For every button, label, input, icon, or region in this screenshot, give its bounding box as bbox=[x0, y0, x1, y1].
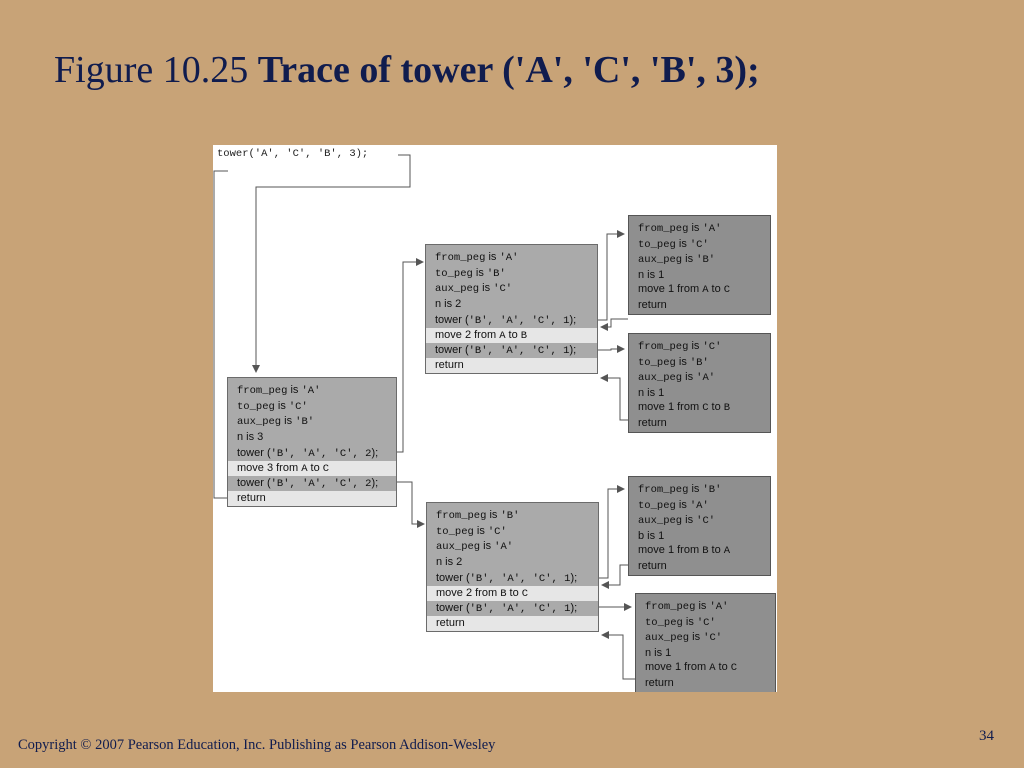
title-bold: Trace of tower ('A', 'C', 'B', 3); bbox=[257, 49, 760, 91]
field-from-peg: from_peg is 'A' bbox=[237, 384, 321, 397]
field-aux-peg: aux_peg is 'A' bbox=[638, 371, 716, 384]
field-n: n is 2 bbox=[435, 297, 462, 310]
row-move: move 2 from B to C bbox=[427, 586, 598, 601]
field-from-peg: from_peg is 'B' bbox=[436, 509, 520, 522]
field-n: n is 1 bbox=[638, 386, 665, 399]
frame-lower-fields: from_peg is 'B' to_peg is 'C' aux_peg is… bbox=[427, 503, 598, 571]
frame-leaf-3: from_peg is 'B' to_peg is 'A' aux_peg is… bbox=[628, 476, 771, 576]
row-call-2: tower ('B', 'A', 'C', 2); bbox=[237, 477, 379, 490]
arrow-leaf1-return bbox=[600, 318, 628, 331]
field-n: n is 2 bbox=[436, 555, 463, 568]
field-to-peg: to_peg is 'A' bbox=[638, 498, 709, 512]
row-call-2: tower ('B', 'A', 'C', 1); bbox=[436, 602, 578, 615]
row-move: move 1 from C to B bbox=[638, 401, 731, 414]
field-aux-peg: aux_peg is 'B' bbox=[237, 415, 315, 428]
row-call-1: tower ('B', 'A', 'C', 1); bbox=[435, 314, 577, 327]
field-aux-peg: aux_peg is 'C' bbox=[638, 514, 716, 527]
frame-upper-fields: from_peg is 'A' to_peg is 'B' aux_peg is… bbox=[426, 245, 597, 313]
field-from-peg: from_peg is 'B' bbox=[638, 483, 722, 496]
field-to-peg: to_peg is 'B' bbox=[638, 355, 709, 369]
copyright-footer: Copyright © 2007 Pearson Education, Inc.… bbox=[18, 737, 496, 753]
slide-title: Figure 10.25 Trace of tower ('A', 'C', '… bbox=[54, 48, 760, 92]
row-move: move 3 from A to C bbox=[228, 461, 396, 476]
field-to-peg: to_peg is 'C' bbox=[645, 615, 716, 629]
row-return: return bbox=[228, 491, 396, 506]
row-move: move 1 from A to C bbox=[645, 661, 738, 674]
row-return: return bbox=[638, 416, 667, 429]
title-prefix: Figure 10.25 bbox=[54, 49, 258, 91]
field-aux-peg: aux_peg is 'A' bbox=[436, 540, 514, 553]
page-number: 34 bbox=[979, 728, 994, 744]
connector-arrows bbox=[213, 154, 635, 680]
frame-leaf-2: from_peg is 'C' to_peg is 'B' aux_peg is… bbox=[628, 333, 771, 433]
field-from-peg: from_peg is 'C' bbox=[638, 340, 722, 353]
row-move: move 1 from B to A bbox=[638, 544, 731, 557]
arrow-upper-to-leaf2 bbox=[598, 345, 625, 353]
field-to-peg: to_peg is 'C' bbox=[638, 237, 709, 251]
frame-leaf-1-fields: from_peg is 'A' to_peg is 'C' aux_peg is… bbox=[629, 216, 770, 314]
field-to-peg: to_peg is 'C' bbox=[436, 524, 507, 538]
arrow-root-to-upper bbox=[396, 258, 424, 453]
arrow-call-root bbox=[252, 154, 411, 373]
field-n: n is 1 bbox=[638, 268, 665, 281]
initial-call-label: tower('A', 'C', 'B', 3); bbox=[217, 148, 369, 160]
frame-leaf-2-fields: from_peg is 'C' to_peg is 'B' aux_peg is… bbox=[629, 334, 770, 432]
frame-root-fields: from_peg is 'A' to_peg is 'C' aux_peg is… bbox=[228, 378, 396, 446]
row-return: return bbox=[638, 559, 667, 572]
row-move: move 2 from A to B bbox=[426, 328, 597, 343]
row-return: return bbox=[645, 676, 674, 689]
bracket-return bbox=[213, 170, 228, 499]
arrow-upper-to-leaf1 bbox=[598, 230, 625, 321]
row-return: return bbox=[638, 298, 667, 311]
field-aux-peg: aux_peg is 'C' bbox=[645, 631, 723, 644]
row-call-1: tower ('B', 'A', 'C', 2); bbox=[237, 447, 379, 460]
arrow-leaf2-return bbox=[600, 374, 628, 421]
trace-figure: tower('A', 'C', 'B', 3); from_peg is 'A'… bbox=[213, 145, 777, 692]
row-call-1: tower ('B', 'A', 'C', 1); bbox=[436, 572, 578, 585]
frame-lower: from_peg is 'B' to_peg is 'C' aux_peg is… bbox=[426, 502, 599, 632]
field-n: b is 1 bbox=[638, 529, 665, 542]
row-move: move 1 from A to C bbox=[638, 283, 731, 296]
frame-leaf-1: from_peg is 'A' to_peg is 'C' aux_peg is… bbox=[628, 215, 771, 315]
field-aux-peg: aux_peg is 'B' bbox=[638, 253, 716, 266]
row-return: return bbox=[427, 616, 598, 631]
field-aux-peg: aux_peg is 'C' bbox=[435, 282, 513, 295]
field-to-peg: to_peg is 'B' bbox=[435, 266, 506, 280]
row-return: return bbox=[426, 358, 597, 373]
field-n: n is 3 bbox=[237, 430, 264, 443]
arrow-root-to-lower bbox=[396, 481, 425, 528]
arrow-leaf4-return bbox=[601, 631, 635, 680]
field-from-peg: from_peg is 'A' bbox=[435, 251, 519, 264]
arrow-lower-to-leaf3 bbox=[599, 485, 625, 579]
arrow-leaf3-return bbox=[601, 564, 628, 589]
frame-root: from_peg is 'A' to_peg is 'C' aux_peg is… bbox=[227, 377, 397, 507]
frame-leaf-3-fields: from_peg is 'B' to_peg is 'A' aux_peg is… bbox=[629, 477, 770, 575]
frame-leaf-4: from_peg is 'A' to_peg is 'C' aux_peg is… bbox=[635, 593, 776, 692]
frame-leaf-4-fields: from_peg is 'A' to_peg is 'C' aux_peg is… bbox=[636, 594, 775, 692]
row-call-2: tower ('B', 'A', 'C', 1); bbox=[435, 344, 577, 357]
field-from-peg: from_peg is 'A' bbox=[645, 600, 729, 613]
field-to-peg: to_peg is 'C' bbox=[237, 399, 308, 413]
frame-upper: from_peg is 'A' to_peg is 'B' aux_peg is… bbox=[425, 244, 598, 374]
field-n: n is 1 bbox=[645, 646, 672, 659]
field-from-peg: from_peg is 'A' bbox=[638, 222, 722, 235]
